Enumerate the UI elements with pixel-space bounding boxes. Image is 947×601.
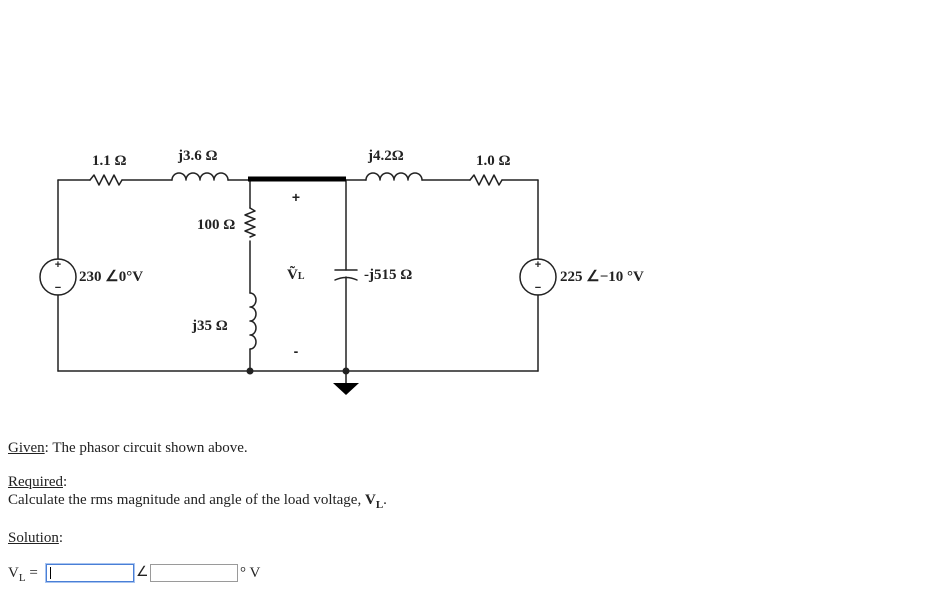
solution-colon: :	[58, 530, 64, 546]
answer-sub: L	[18, 572, 26, 584]
answer-equals: =	[25, 565, 38, 581]
resistor-r-shunt-symbol	[244, 207, 256, 238]
label-r2: 1.0 Ω	[476, 153, 511, 169]
source-right-plus: +	[535, 259, 541, 271]
junction-dot-left	[246, 367, 254, 375]
resistor-r2-symbol	[469, 174, 503, 186]
required-label: Required	[8, 474, 63, 490]
answer-var-label: VL =	[8, 564, 38, 587]
inductor-l1-symbol	[171, 172, 229, 181]
required-text-line: Calculate the rms magnitude and angle of…	[8, 491, 387, 514]
angle-symbol: ∠	[136, 565, 149, 580]
answer-unit: ° V	[240, 565, 261, 581]
solution-line: Solution:	[8, 529, 63, 547]
text-cursor	[50, 567, 51, 579]
required-colon: :	[62, 474, 68, 490]
source-left-minus: −	[55, 282, 61, 294]
inductor-l-shunt-symbol	[249, 292, 257, 350]
given-line: Given: The phasor circuit shown above.	[8, 439, 248, 457]
junction-dot-right	[342, 367, 350, 375]
load-voltage-label: ṼL	[287, 265, 305, 283]
load-voltage-plus: +	[292, 189, 300, 205]
magnitude-input[interactable]	[46, 564, 134, 582]
answer-var: V	[8, 565, 19, 581]
given-label: Given	[8, 440, 45, 456]
source-left-plus: +	[55, 259, 61, 271]
solution-label: Solution	[8, 530, 59, 546]
required-var: V	[364, 492, 376, 508]
label-r-shunt: 100 Ω	[197, 217, 235, 233]
label-source-left: 230 ∠0°V	[79, 269, 143, 285]
label-l2: j4.2Ω	[367, 148, 404, 164]
angle-input[interactable]	[150, 564, 238, 582]
label-l-shunt: j35 Ω	[191, 318, 228, 334]
resistor-r1-symbol	[89, 174, 123, 186]
label-source-right: 225 ∠−10 °V	[560, 269, 644, 285]
required-text: Calculate the rms magnitude and angle of…	[8, 492, 365, 508]
ground-icon	[333, 383, 359, 395]
required-label-line: Required:	[8, 473, 67, 491]
label-r1: 1.1 Ω	[92, 153, 127, 169]
required-sub: L	[375, 499, 384, 511]
circuit-diagram: + − + − 1.1 Ω j3.6 Ω 100 Ω j35 Ω j4.2Ω 1…	[39, 148, 644, 395]
load-voltage-minus: -	[294, 343, 299, 359]
load-voltage-symbol: Ṽ	[287, 265, 298, 283]
label-cap: -j515 Ω	[364, 267, 412, 283]
inductor-l2-symbol	[365, 172, 423, 181]
required-end: .	[383, 492, 387, 508]
source-right-minus: −	[535, 282, 541, 294]
given-text: : The phasor circuit shown above.	[44, 440, 248, 456]
load-voltage-subscript: L	[298, 271, 305, 282]
label-l1: j3.6 Ω	[177, 148, 218, 164]
